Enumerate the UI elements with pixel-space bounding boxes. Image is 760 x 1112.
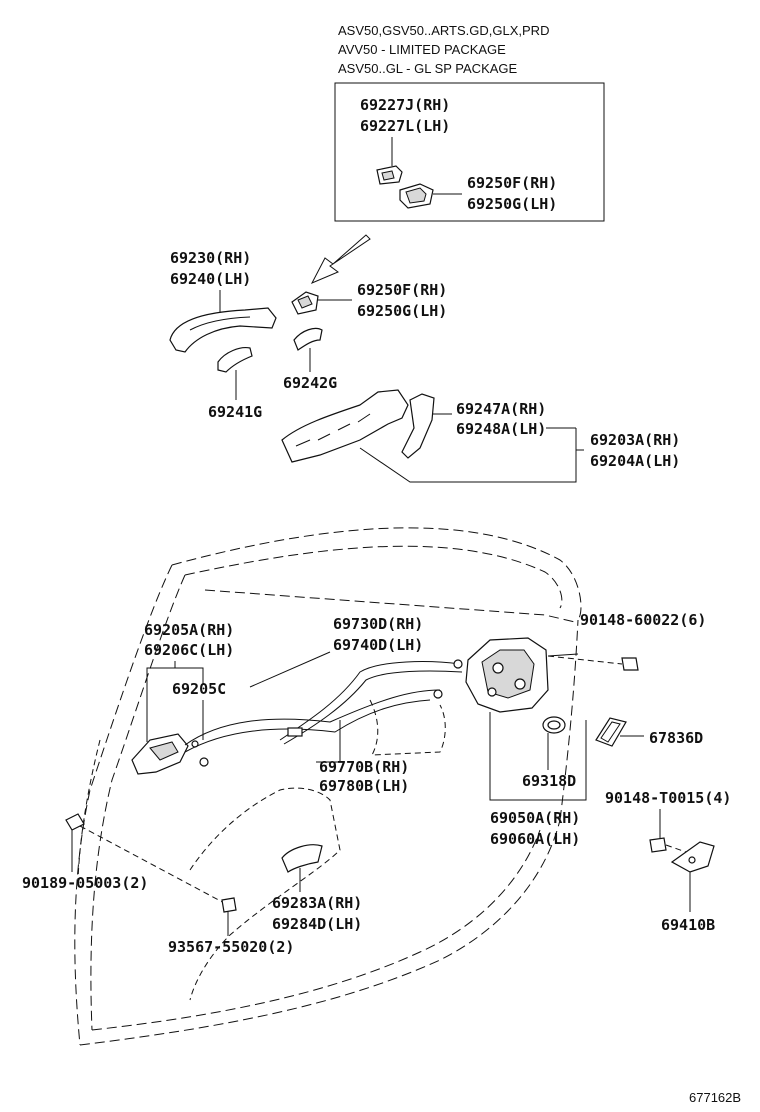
handle-cable-lower	[283, 670, 463, 745]
outside-handle-part	[169, 307, 277, 353]
package-note-1: ASV50,GSV50..ARTS.GD,GLX,PRD	[338, 23, 549, 38]
label-69770B[interactable]: 69770B(RH)	[319, 758, 409, 776]
label-69730D[interactable]: 69730D(RH)	[333, 615, 423, 633]
leader-69050A	[489, 712, 587, 801]
label-69050A[interactable]: 69050A(RH)	[490, 809, 580, 827]
figure-id: 677162B	[689, 1090, 741, 1105]
door-service-hole	[369, 699, 446, 756]
label-69250G-box[interactable]: 69250G(LH)	[467, 195, 557, 213]
handle-lever-part	[401, 393, 435, 459]
inside-handle-detail	[149, 741, 179, 761]
handle-cover-detail	[297, 295, 313, 309]
cable-end-lower	[433, 689, 443, 699]
package-note-2: AVV50 - LIMITED PACKAGE	[338, 42, 506, 57]
striker-hole	[688, 856, 696, 864]
label-69227L[interactable]: 69227L(LH)	[360, 117, 450, 135]
label-69240[interactable]: 69240(LH)	[170, 270, 251, 288]
cover-67836D	[595, 717, 627, 747]
door-lock-bolt-2	[514, 678, 526, 690]
leader-69203A	[359, 447, 584, 483]
bolt-90148-T0015	[649, 837, 667, 853]
bolt-90148-60022	[621, 657, 639, 671]
door-rear-edge	[559, 619, 579, 821]
small-cap-detail	[381, 170, 395, 181]
clip-90189-05003	[65, 813, 85, 831]
door-front-edge-inner	[90, 574, 186, 1031]
door-speaker-cutout	[189, 787, 341, 1001]
label-69205A[interactable]: 69205A(RH)	[144, 621, 234, 639]
label-69230[interactable]: 69230(RH)	[170, 249, 251, 267]
label-69205C[interactable]: 69205C	[172, 680, 226, 698]
label-69203A[interactable]: 69203A(RH)	[590, 431, 680, 449]
cable-end-upper	[453, 659, 463, 669]
label-69740D[interactable]: 69740D(LH)	[333, 636, 423, 654]
door-window-frame-outer	[171, 527, 582, 621]
package-notes: ASV50,GSV50..ARTS.GD,GLX,PRD AVV50 - LIM…	[338, 23, 549, 76]
cover-67836D-inner	[600, 721, 621, 743]
label-69250F[interactable]: 69250F(RH)	[357, 281, 447, 299]
label-69204A[interactable]: 69204A(LH)	[590, 452, 680, 470]
label-69284D[interactable]: 69284D(LH)	[272, 915, 362, 933]
outside-handle-detail	[189, 316, 251, 331]
label-69060A[interactable]: 69060A(LH)	[490, 830, 580, 848]
label-69247A[interactable]: 69247A(RH)	[456, 400, 546, 418]
bolt-axis-90148-T0015	[665, 844, 687, 853]
handle-cable-upper	[279, 661, 461, 741]
label-69206C[interactable]: 69206C(LH)	[144, 641, 234, 659]
handle-gasket-rear-part	[217, 347, 253, 373]
label-67836D[interactable]: 67836D	[649, 729, 703, 747]
label-90148-T0015[interactable]: 90148-T0015(4)	[605, 789, 731, 807]
inset-cover-detail	[405, 187, 427, 204]
label-90189-05003[interactable]: 90189-05003(2)	[22, 874, 148, 892]
grommet-69318D-hole	[547, 720, 561, 730]
label-93567-55020[interactable]: 93567-55020(2)	[168, 938, 294, 956]
leader-90148-60022-b	[547, 655, 623, 665]
label-69410B[interactable]: 69410B	[661, 916, 715, 934]
label-69283A[interactable]: 69283A(RH)	[272, 894, 362, 912]
handle-gasket-front-part	[293, 327, 323, 351]
label-90148-60022[interactable]: 90148-60022(6)	[580, 611, 706, 629]
door-window-frame-inner	[184, 545, 563, 609]
inset-box	[334, 82, 605, 222]
door-front-edge	[74, 564, 173, 1046]
label-69242G[interactable]: 69242G	[283, 374, 337, 392]
lock-cable-lower	[184, 699, 431, 753]
pull-pocket-part	[281, 844, 323, 873]
lock-cable-upper	[184, 689, 441, 746]
leader-90148-60022-a	[547, 653, 579, 657]
door-beltline	[204, 589, 576, 623]
label-69227J[interactable]: 69227J(RH)	[360, 96, 450, 114]
handle-frame-detail	[295, 413, 371, 447]
door-lock-bolt-1	[492, 662, 504, 674]
door-outline	[74, 527, 582, 1046]
leader-69730D	[249, 651, 331, 688]
label-69250G[interactable]: 69250G(LH)	[357, 302, 447, 320]
inside-handle-screw	[199, 757, 209, 767]
door-lock-bolt-3	[487, 687, 497, 697]
screw-93567-55020	[221, 897, 237, 913]
cable-clamp	[287, 727, 303, 737]
package-note-3: ASV50..GL - GL SP PACKAGE	[338, 61, 518, 76]
leader-69205A	[146, 661, 204, 742]
label-69780B[interactable]: 69780B(LH)	[319, 777, 409, 795]
arrow-icon	[310, 234, 371, 285]
label-69241G[interactable]: 69241G	[208, 403, 262, 421]
label-69248A[interactable]: 69248A(LH)	[456, 420, 546, 438]
label-69318D[interactable]: 69318D	[522, 772, 576, 790]
label-69250F-box[interactable]: 69250F(RH)	[467, 174, 557, 192]
leader-69770B	[316, 720, 341, 763]
door-bottom-inner	[91, 829, 541, 1031]
clip-axis-90189	[79, 825, 229, 906]
door-panel-curve	[77, 739, 101, 881]
